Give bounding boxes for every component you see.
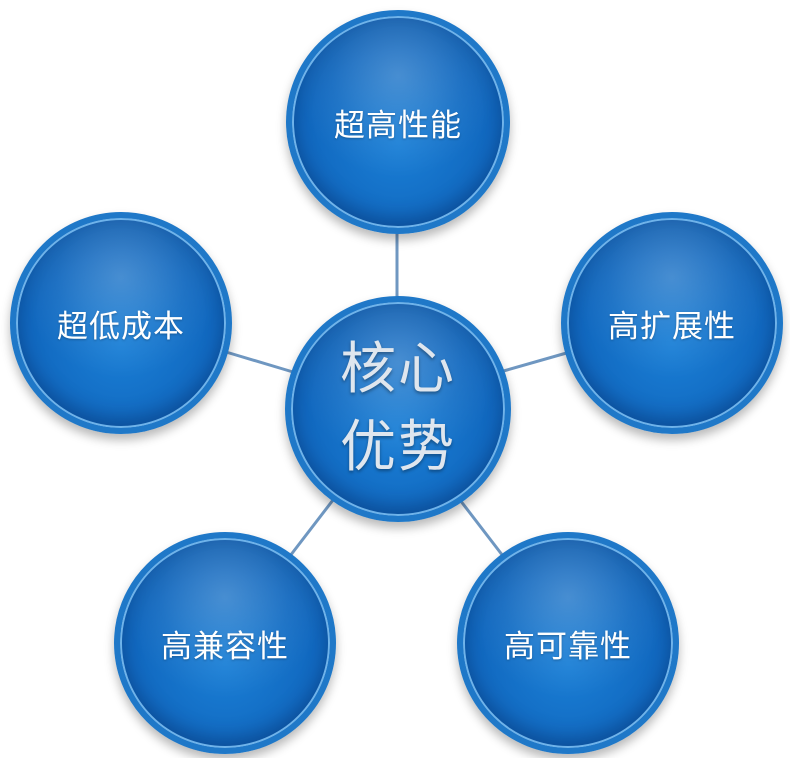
node-left-label: 超低成本 [57,308,185,345]
node-bottom-right-label: 高可靠性 [504,628,632,665]
connector-bottom-left [288,499,335,557]
node-bottom-left-label: 高兼容性 [161,628,289,665]
connector-left [225,350,294,374]
node-right: 高扩展性 [561,212,783,434]
connector-right [499,350,571,374]
node-top: 超高性能 [286,10,510,234]
center-label: 核心 优势 [340,337,456,480]
node-left: 超低成本 [10,212,232,434]
node-top-label: 超高性能 [334,107,462,144]
connector-bottom-right [458,499,505,557]
node-bottom-right: 高可靠性 [457,532,679,754]
node-bottom-left: 高兼容性 [114,532,336,754]
node-right-label: 高扩展性 [608,308,736,345]
node-center: 核心 优势 [285,296,511,522]
